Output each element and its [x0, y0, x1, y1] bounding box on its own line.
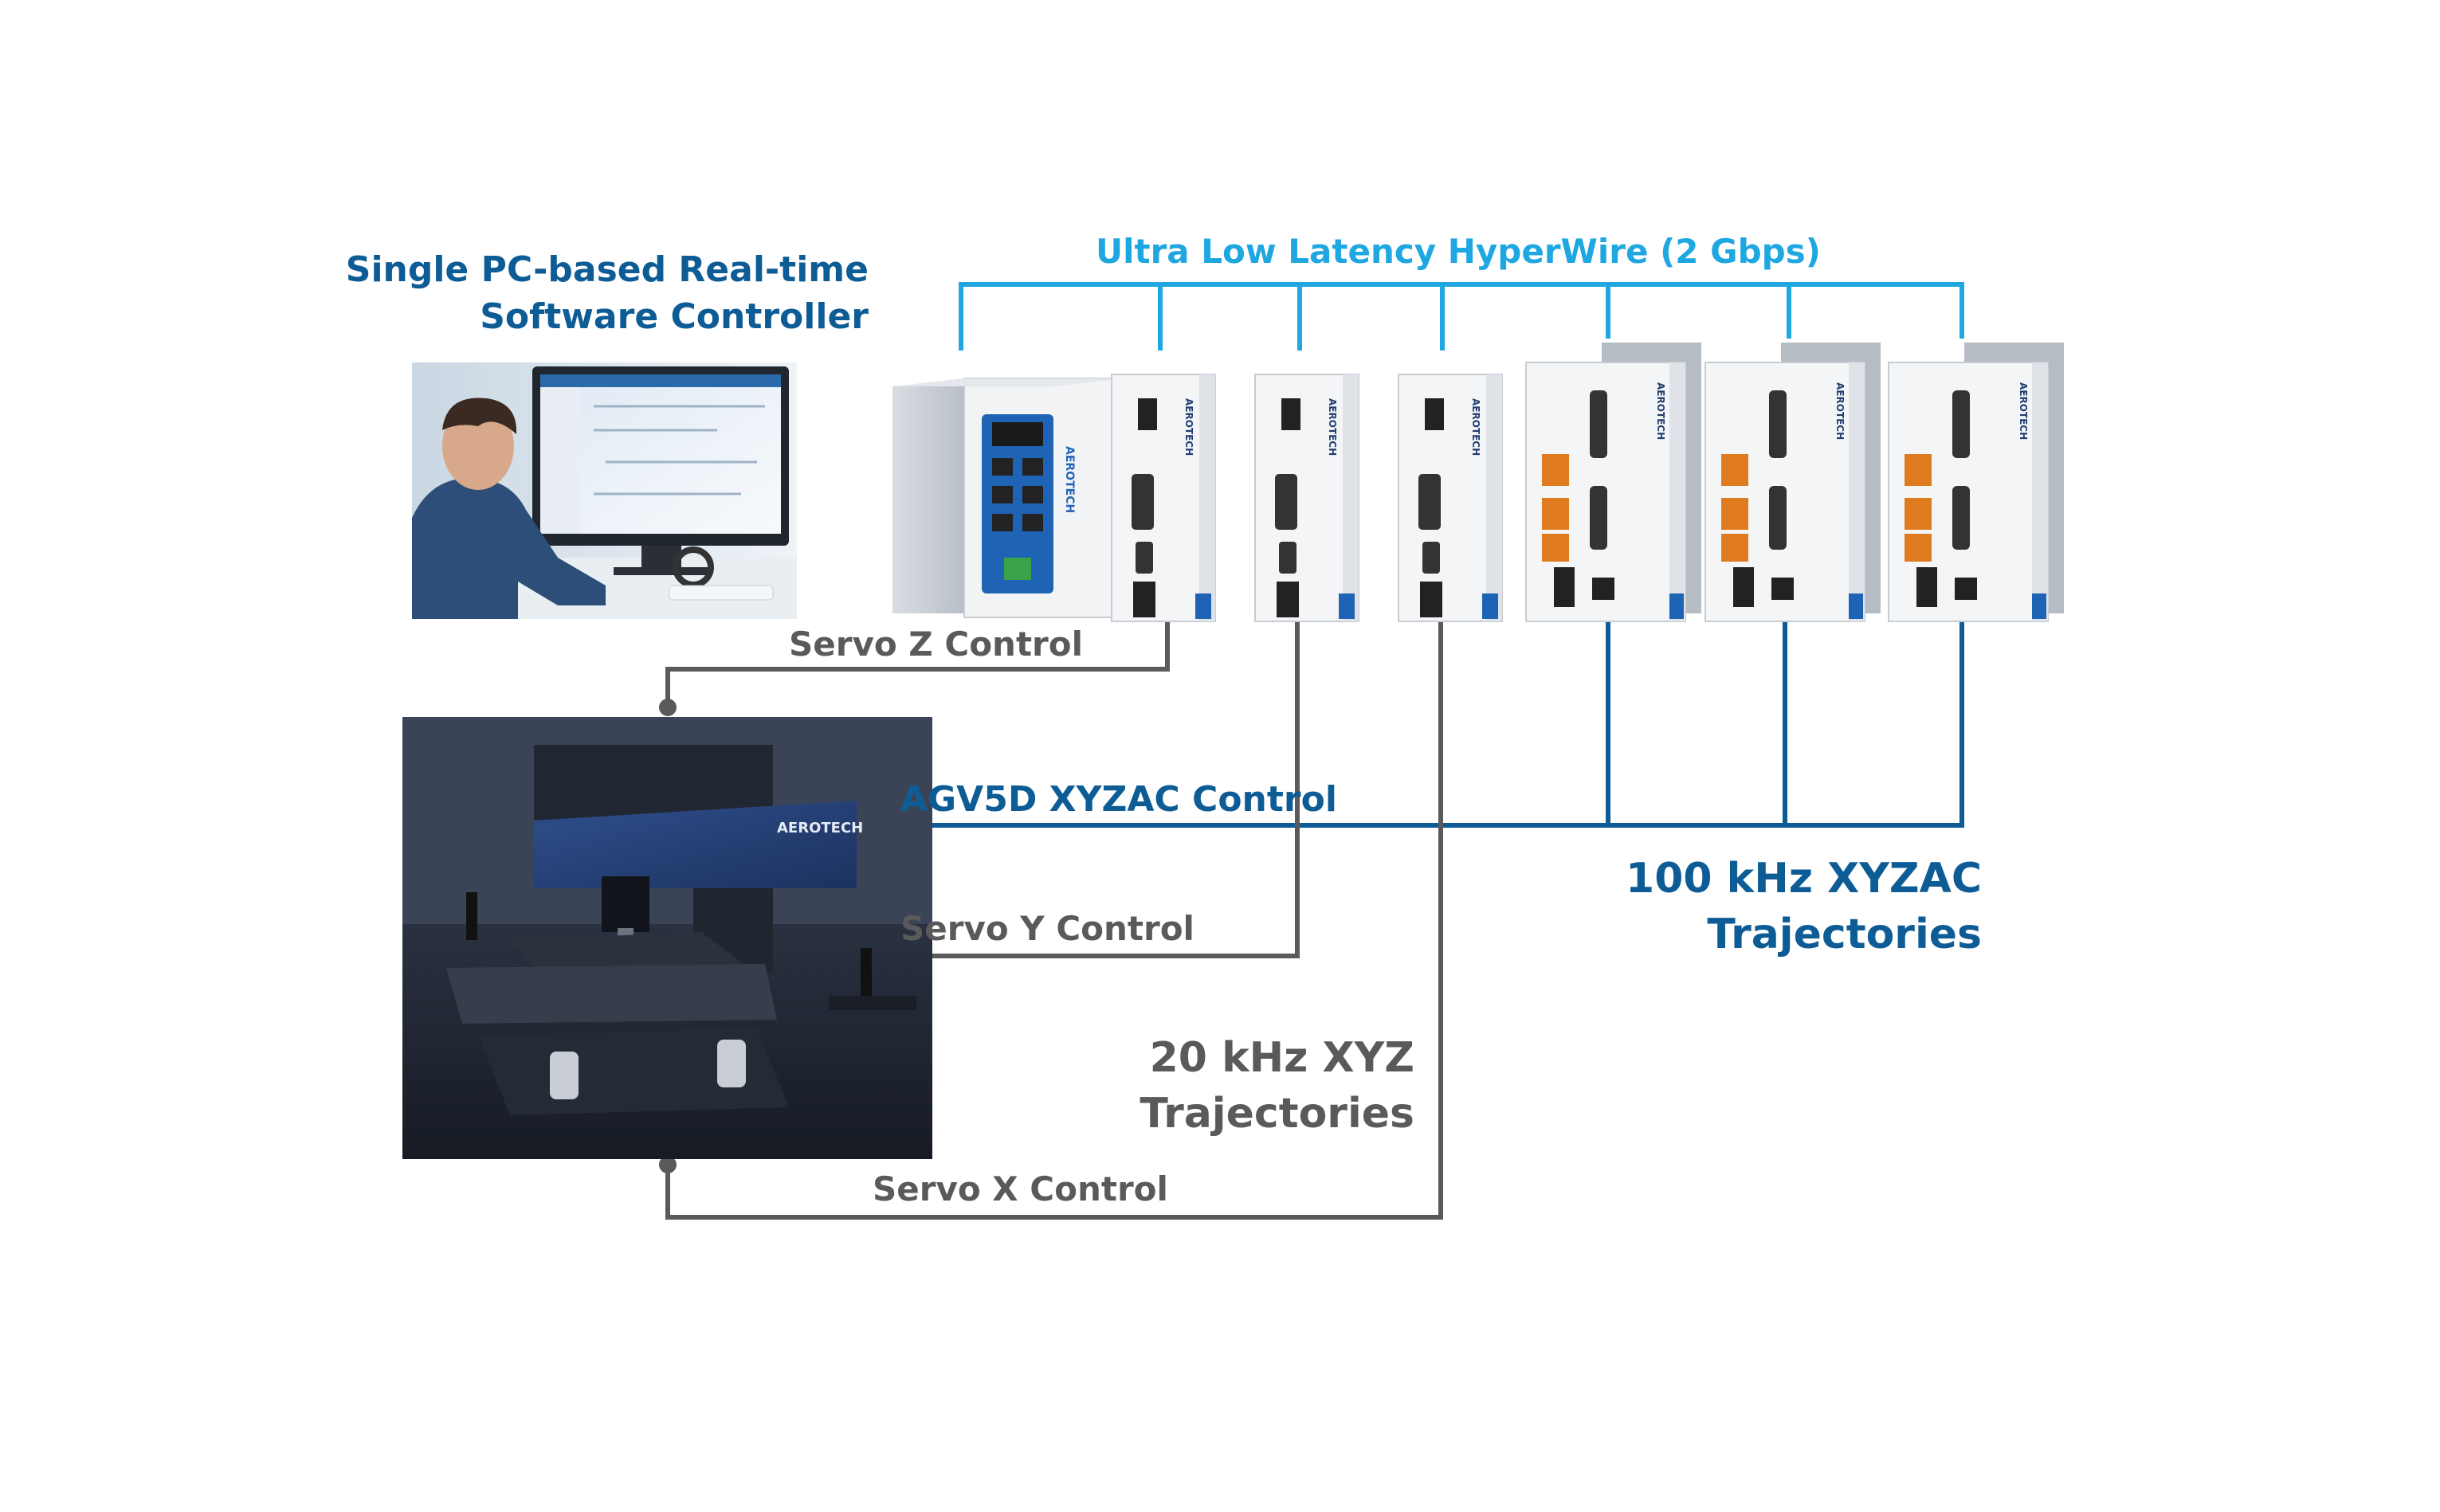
pc-operator-photo — [412, 362, 797, 619]
pc-title-line-1: Single PC-based Real-time — [346, 249, 869, 290]
hyperwire-bus — [959, 282, 1964, 351]
motion-stage-photo: AEROTECH — [402, 717, 932, 1159]
pc-controller-brand: AEROTECH — [1063, 446, 1076, 513]
gl4-drive-3: AEROTECH — [1888, 343, 2064, 622]
traj-100-line-1: 100 kHz XYZAC — [1626, 855, 1982, 903]
agv5d-label: AGV5D XYZAC Control — [900, 779, 1337, 820]
pc-controller-unit: AEROTECH — [892, 378, 1124, 618]
servo-y-line — [801, 621, 1300, 958]
person-silhouette — [412, 478, 606, 619]
servo-x-line — [665, 621, 1443, 1220]
pc-title-line-2: Software Controller — [480, 296, 869, 337]
xc4-drive-3-brand: AEROTECH — [1470, 398, 1481, 456]
xc4-drive-3: AEROTECH — [1398, 374, 1503, 622]
xc4-drive-1-brand: AEROTECH — [1183, 398, 1195, 456]
servo-z-connector-dot — [659, 699, 677, 716]
servo-x-label: Servo X Control — [873, 1169, 1168, 1208]
servo-z-label: Servo Z Control — [789, 625, 1083, 664]
xc4-drive-2-brand: AEROTECH — [1327, 398, 1338, 456]
servo-x-connector-dot — [659, 1156, 677, 1173]
servo-lines — [665, 621, 1443, 1220]
stage-logo: AEROTECH — [777, 820, 863, 836]
traj-100-line-2: Trajectories — [1707, 911, 1982, 958]
xc4-drive-2: AEROTECH — [1254, 374, 1359, 622]
gl4-drive-2: AEROTECH — [1704, 343, 1881, 622]
agv5d-control-bus — [877, 621, 1964, 828]
gl4-drive-2-brand: AEROTECH — [1834, 382, 1846, 440]
gl4-drive-1: AEROTECH — [1525, 343, 1701, 622]
traj-20-line-2: Trajectories — [1140, 1090, 1414, 1138]
servo-y-label: Servo Y Control — [900, 909, 1195, 948]
traj-20-line-1: 20 kHz XYZ — [1150, 1034, 1414, 1082]
gl4-drive-1-brand: AEROTECH — [1655, 382, 1666, 440]
gl4-drive-3-brand: AEROTECH — [2018, 382, 2029, 440]
servo-z-line — [665, 621, 1170, 707]
hyperwire-label: Ultra Low Latency HyperWire (2 Gbps) — [1096, 232, 1821, 271]
xc4-drive-1: AEROTECH — [1111, 374, 1216, 622]
